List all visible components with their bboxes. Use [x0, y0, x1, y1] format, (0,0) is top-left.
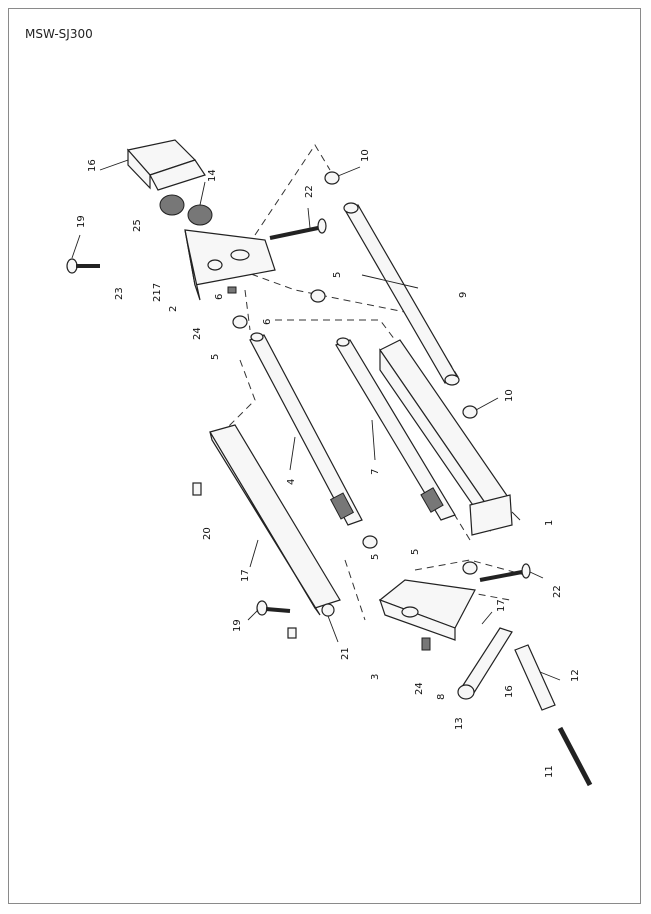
label-9: 9: [458, 292, 469, 298]
label-16-top: 16: [87, 159, 98, 172]
pin-11: [557, 726, 593, 787]
left-bracket: [184, 229, 276, 301]
spring-24-top: [227, 286, 237, 294]
gear-pair: [159, 194, 213, 226]
label-10-bottom: 10: [504, 389, 515, 402]
label-12: 12: [570, 669, 581, 682]
guide-plate: [209, 424, 341, 616]
label-22-bottom: 22: [552, 585, 563, 598]
label-13: 13: [454, 717, 465, 730]
thumb-screw-left: [66, 258, 100, 274]
label-14: 14: [207, 169, 218, 182]
label-7: 7: [370, 469, 381, 475]
screw-20: [192, 482, 202, 496]
label-19-bottom: 19: [232, 619, 243, 632]
label-17-plate: 17: [240, 569, 251, 582]
label-8: 8: [436, 694, 447, 700]
label-5-a: 5: [332, 272, 343, 278]
small-screw-bottom: [287, 627, 297, 639]
handle-12: [514, 644, 556, 711]
label-25: 25: [132, 219, 143, 232]
spring-24-bottom: [421, 637, 431, 651]
bushing-5-d: [462, 561, 478, 575]
label-24-top: 24: [192, 327, 203, 340]
label-2: 2: [168, 306, 179, 312]
top-cover: [126, 139, 206, 191]
label-5-c: 5: [370, 554, 381, 560]
long-screw-bottom: [479, 563, 531, 582]
leader-lines: [71, 159, 561, 681]
label-1: 1: [544, 520, 555, 526]
label-24-bottom: 24: [414, 682, 425, 695]
bushing-5-a: [310, 289, 326, 303]
label-23: 23: [114, 287, 125, 300]
long-screw-top: [269, 218, 327, 240]
label-17-lever: 17: [496, 599, 507, 612]
bushing-10-top: [324, 171, 340, 185]
washer-21: [321, 603, 335, 617]
roller-4: [249, 332, 363, 526]
label-21: 21: [340, 647, 351, 660]
bushing-5-c: [362, 535, 378, 549]
assembly-guide-lines: [214, 144, 526, 621]
roller-9: [343, 202, 460, 386]
label-22-top: 22: [304, 185, 315, 198]
roller-7: [335, 337, 456, 521]
part-number-labels: 16 14 10 22 19 25 23 217 2 6 6 24 5 5 9 …: [76, 149, 581, 778]
right-bracket: [378, 579, 476, 641]
thumb-screw-bottom: [256, 600, 291, 616]
label-16-lever: 16: [504, 685, 515, 698]
base-frame: [379, 339, 513, 536]
label-20: 20: [202, 527, 213, 540]
bushing-10-bottom: [462, 405, 478, 419]
label-5-b: 5: [210, 354, 221, 360]
label-6-b: 6: [262, 319, 273, 325]
label-217: 217: [152, 283, 163, 302]
label-4: 4: [286, 479, 297, 485]
bushing-5-b: [232, 315, 248, 329]
label-6-a: 6: [214, 294, 225, 300]
lever-arm: [457, 627, 513, 700]
label-10-top: 10: [360, 149, 371, 162]
label-5-d: 5: [410, 549, 421, 555]
label-11: 11: [544, 765, 555, 778]
model-title: MSW-SJ300: [25, 27, 93, 41]
label-19-left: 19: [76, 215, 87, 228]
label-3: 3: [370, 674, 381, 680]
